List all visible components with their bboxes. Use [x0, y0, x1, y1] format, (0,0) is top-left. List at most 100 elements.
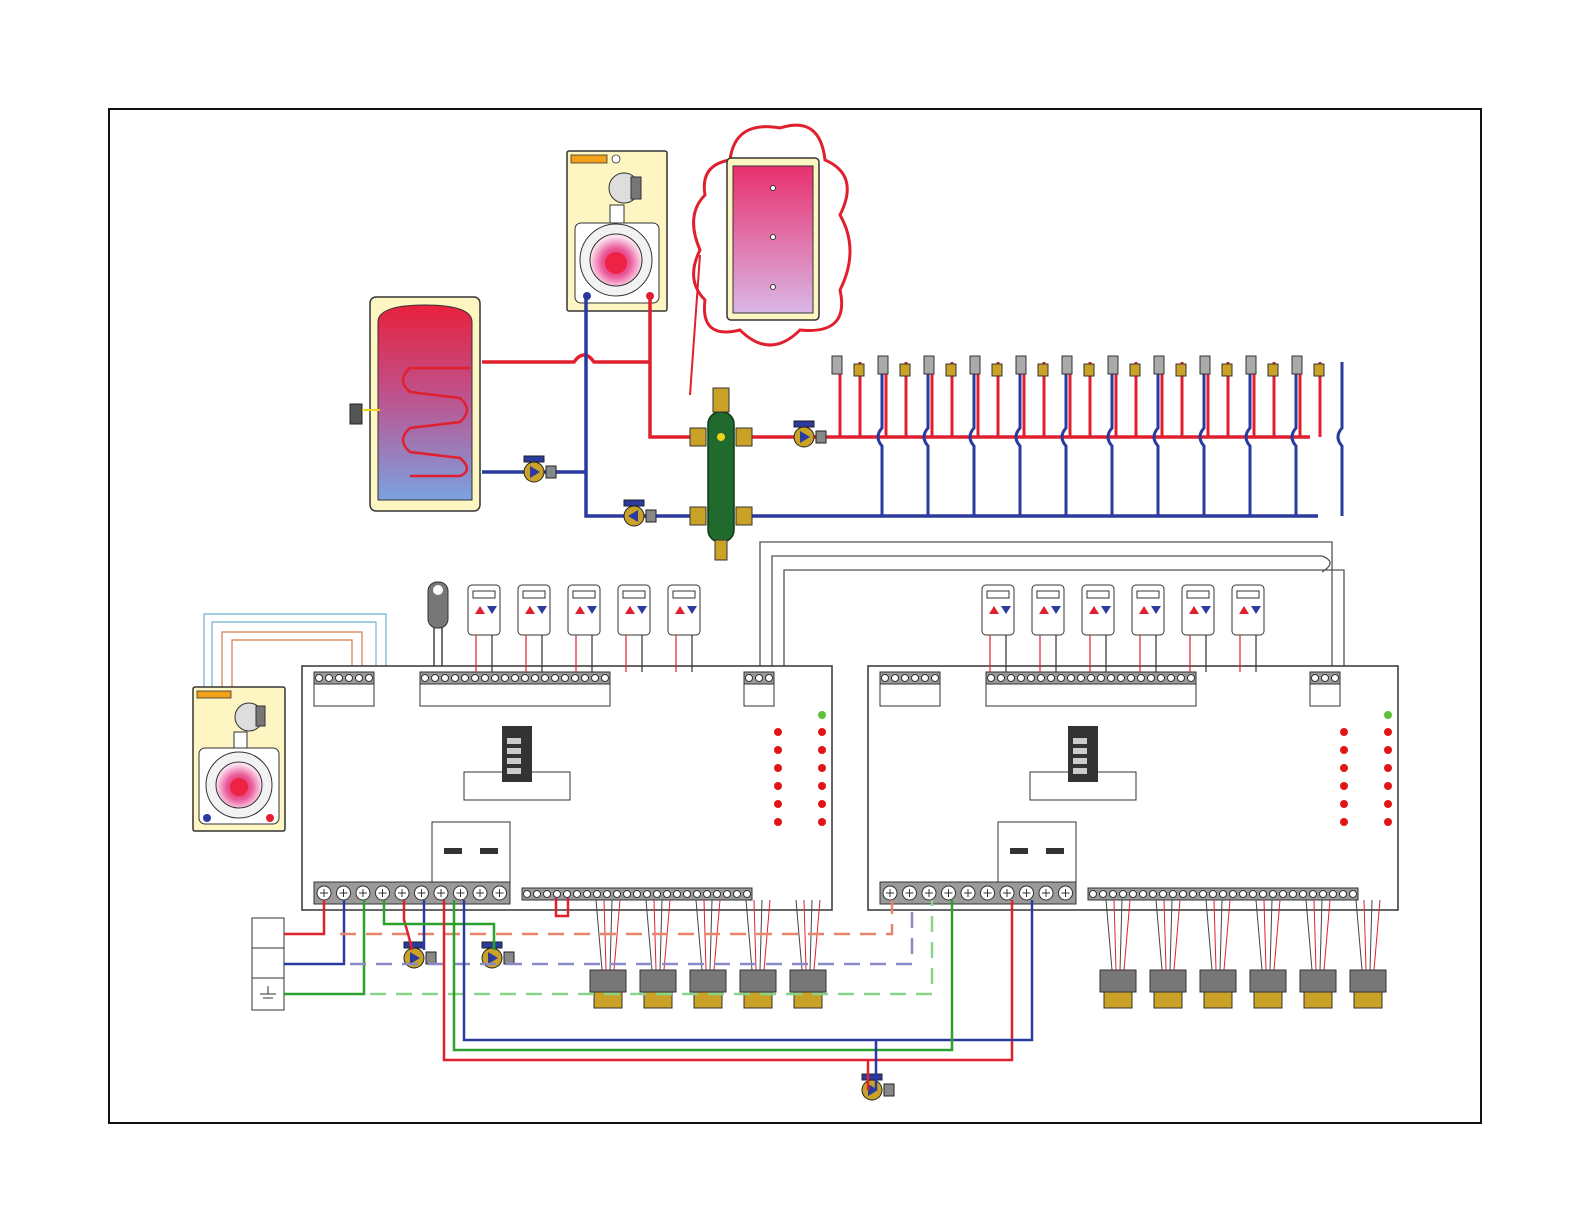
zone-valve-icon: [740, 900, 776, 1008]
valve-actuator: [790, 970, 826, 992]
zone-return-pipe: [1016, 362, 1020, 516]
terminal-screw: [1110, 891, 1117, 898]
zone-valve-actuator: [1200, 356, 1210, 374]
led-status-icon: [1340, 818, 1348, 826]
terminal-screw: [1058, 675, 1065, 682]
terminal-screw: [572, 675, 579, 682]
led-status-icon: [774, 728, 782, 736]
zone-valve-icon: [1300, 900, 1336, 1008]
thermostat-display: [623, 591, 645, 598]
valve-actuator: [1150, 970, 1186, 992]
terminal-screw: [442, 675, 449, 682]
terminal-screw: [654, 891, 661, 898]
terminal-screw: [1320, 891, 1327, 898]
dip-switch-toggle: [1073, 738, 1087, 744]
terminal-screw: [524, 891, 531, 898]
terminal-screw: [366, 675, 373, 682]
zone-return-pipe: [970, 362, 974, 516]
thermostat-icon: [568, 585, 600, 672]
dip-switch-toggle: [507, 748, 521, 754]
terminal-screw: [1018, 675, 1025, 682]
circulator-icon: [524, 456, 556, 482]
circulator-icon: [794, 421, 826, 447]
check-valve: [884, 1084, 894, 1096]
terminal-screw: [766, 675, 773, 682]
zone-return-pipe: [1154, 362, 1158, 516]
terminal-screw: [1240, 891, 1247, 898]
circulator-motor: [794, 421, 814, 427]
led-status-icon: [818, 818, 826, 826]
terminal-screw: [336, 675, 343, 682]
relay-module: [998, 822, 1076, 884]
led-status-icon: [1384, 746, 1392, 754]
terminal-screw: [744, 891, 751, 898]
terminal-screw: [1138, 675, 1145, 682]
terminal-screw: [502, 675, 509, 682]
dip-switch-toggle: [1073, 758, 1087, 764]
terminal-screw: [932, 675, 939, 682]
thermostat-icon: [518, 585, 550, 672]
check-valve: [426, 952, 436, 964]
led-status-icon: [774, 782, 782, 790]
terminal-screw: [674, 891, 681, 898]
terminal-screw: [1312, 675, 1319, 682]
terminal-screw: [614, 891, 621, 898]
zone-valve-icon: [1150, 900, 1186, 1008]
led-status-icon: [1384, 818, 1392, 826]
zone-valve-body: [946, 364, 956, 376]
piping: [482, 298, 1318, 516]
valve-body: [1204, 992, 1232, 1008]
terminal-screw: [1178, 675, 1185, 682]
terminal-screw: [552, 675, 559, 682]
terminal-screw: [592, 675, 599, 682]
led-status-icon: [774, 818, 782, 826]
field-wiring: [284, 898, 1032, 1090]
terminal-screw: [734, 891, 741, 898]
terminal-screw: [602, 675, 609, 682]
circulator-motor: [482, 942, 502, 948]
terminal-screw: [1168, 675, 1175, 682]
relay-module: [432, 822, 510, 884]
zone-controller-icon: [302, 585, 832, 1008]
dip-switch-toggle: [1073, 768, 1087, 774]
circulator-motor: [404, 942, 424, 948]
terminal-screw: [1158, 675, 1165, 682]
terminal-screw: [542, 675, 549, 682]
terminal-screw: [562, 675, 569, 682]
led-status-icon: [1384, 764, 1392, 772]
thermostat-display: [1187, 591, 1209, 598]
terminal-screw: [724, 891, 731, 898]
terminal-screw: [1220, 891, 1227, 898]
led-status-icon: [1340, 764, 1348, 772]
hydraulic-separator-icon: [708, 412, 734, 542]
zone-return-pipe: [1292, 362, 1296, 516]
power-supply-box-icon: [252, 918, 284, 1010]
zone-valve-actuator: [1108, 356, 1118, 374]
terminal-screw: [1210, 891, 1217, 898]
terminal-screw: [462, 675, 469, 682]
zone-valve-body: [1268, 364, 1278, 376]
terminal-screw: [1310, 891, 1317, 898]
led-status-icon: [774, 746, 782, 754]
thermostat-display: [987, 591, 1009, 598]
valve-body: [1254, 992, 1282, 1008]
terminal-screw: [1188, 675, 1195, 682]
zone-valve-actuator: [1246, 356, 1256, 374]
valve-actuator: [590, 970, 626, 992]
terminal-screw: [1270, 891, 1277, 898]
led-status-icon: [818, 764, 826, 772]
terminal-screw: [1128, 675, 1135, 682]
valve-actuator: [690, 970, 726, 992]
terminal-screw: [694, 891, 701, 898]
terminal-screw: [664, 891, 671, 898]
zone-valve-icon: [1350, 900, 1386, 1008]
terminal-screw: [912, 675, 919, 682]
zone-valve-body: [1176, 364, 1186, 376]
thermostat-icon: [618, 585, 650, 672]
zone-valve-actuator: [1016, 356, 1026, 374]
terminal-screw: [1140, 891, 1147, 898]
zone-return-pipe: [878, 362, 882, 516]
led-status-icon: [1340, 800, 1348, 808]
terminal-screw: [1150, 891, 1157, 898]
valve-actuator: [1250, 970, 1286, 992]
